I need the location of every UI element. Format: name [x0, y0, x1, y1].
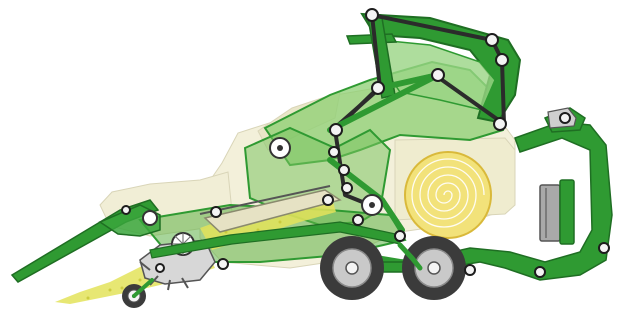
roller-top-left [366, 9, 378, 21]
wheel-rear [402, 236, 466, 300]
roller-upper-post [372, 82, 384, 94]
roller-tailgate-low [535, 267, 545, 277]
roller-frame-lower [353, 215, 363, 225]
roller-pickup-link [156, 264, 164, 272]
roller-feeder-mid [323, 195, 333, 205]
roller-feeder-low [218, 259, 228, 269]
roller-gate-mid [432, 69, 444, 81]
round-bale [405, 152, 491, 238]
roller-gate-right [496, 54, 508, 66]
roller-chamber-front [330, 124, 342, 136]
bale-body [405, 152, 491, 238]
hub-front [346, 262, 358, 274]
roller-feeder-top [211, 207, 221, 217]
roller-chamber-a [329, 147, 339, 157]
roller-chamber-b [339, 165, 349, 175]
roller-axle-link [395, 231, 405, 241]
roller-top-right [486, 34, 498, 46]
net-wrap-roll [540, 185, 560, 241]
roller-axle-rear [465, 265, 475, 275]
roller-tailgate-top [560, 113, 570, 123]
net-wrap-holder [560, 180, 574, 244]
wheel-front [320, 236, 384, 300]
sprocket-pickup [143, 211, 157, 225]
roller-drawbar [122, 206, 130, 214]
sprocket-front-hub [277, 145, 283, 151]
roller-tailgate-end [599, 243, 609, 253]
tandem-axle-wheels [320, 236, 466, 300]
roller-gate-lower [494, 118, 506, 130]
roller-chamber-c [342, 183, 352, 193]
sprocket-mid-hub [369, 202, 375, 208]
hub-rear [428, 262, 440, 274]
